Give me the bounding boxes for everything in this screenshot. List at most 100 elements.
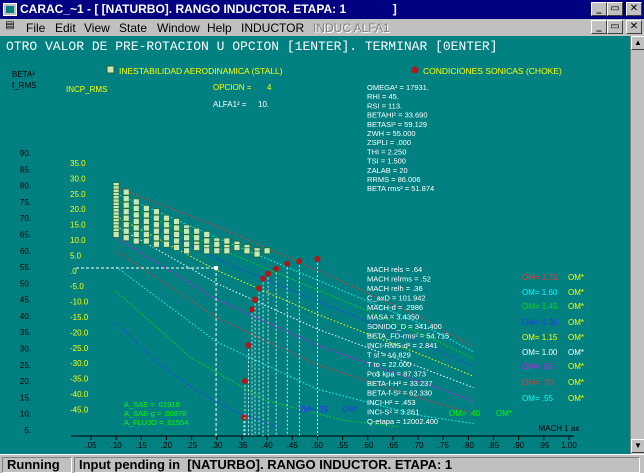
opcion-label: OPCION =: [213, 83, 252, 92]
close-button[interactable]: ✕: [626, 2, 642, 16]
x-tick-label: .90: [513, 441, 525, 450]
parameter-readout: ZSPLI = .000: [367, 138, 411, 147]
mach-readout: BETA-f-H² = 33.237: [367, 379, 433, 388]
y-tick-label: 15.: [20, 393, 31, 402]
y2-tick-label: -35.0: [70, 375, 89, 384]
om-curve: [115, 322, 278, 428]
menu-help[interactable]: Help: [207, 21, 232, 35]
parameter-readout: ZALAB = 20: [367, 166, 408, 175]
y-tick-label: 40.: [20, 312, 31, 321]
y2-tick-label: -45.0: [70, 405, 89, 414]
x-tick-label: .30: [211, 441, 223, 450]
child-restore-button[interactable]: ▭: [607, 20, 623, 34]
y-tick-label: 30.: [20, 345, 31, 354]
y-tick-label: 85.: [20, 165, 31, 174]
menu-view[interactable]: View: [84, 21, 110, 35]
minimize-button[interactable]: _: [591, 2, 607, 16]
area-readout: A_SAE-g = .00878: [124, 409, 186, 418]
stall-point: [213, 240, 221, 248]
x-tick-label: .15: [136, 441, 148, 450]
parameter-readout: ZWH = 55.000: [367, 129, 416, 138]
stall-point: [193, 227, 201, 235]
stall-point: [223, 237, 231, 245]
menu-window[interactable]: Window: [157, 21, 200, 35]
child-minimize-button[interactable]: _: [591, 20, 607, 34]
y2-tick-label: 35.0: [70, 159, 86, 168]
x-tick-label: .80: [463, 441, 475, 450]
x-tick-label: .10: [111, 441, 123, 450]
stall-point: [253, 250, 261, 258]
alfa-value: 10.: [258, 100, 269, 109]
scroll-up-arrow-icon[interactable]: ▲: [631, 36, 644, 50]
document-icon[interactable]: ▤: [3, 20, 17, 34]
om-value-label: OM= 1.30: [522, 318, 558, 327]
status-message: Input pending in [NATURBO]. RANGO INDUCT…: [74, 457, 640, 473]
scroll-down-arrow-icon[interactable]: ▼: [631, 439, 644, 453]
mach-readout: Po$ kpa = 87.373: [367, 370, 426, 379]
mach-readout: INCI-S² = 3.261: [367, 408, 419, 417]
y2-tick-label: 10.0: [70, 236, 86, 245]
menu-induc-alfa1[interactable]: INDUC ALFA1: [313, 21, 390, 35]
x-tick-label: .35: [236, 441, 248, 450]
stall-point: [132, 198, 140, 206]
stall-point: [153, 214, 160, 222]
om-value-label: OM= 1.75: [522, 273, 558, 282]
choke-point: [265, 270, 272, 277]
child-close-button[interactable]: ✕: [626, 20, 642, 34]
stall-point: [153, 208, 160, 216]
stall-point: [183, 240, 191, 248]
menu-edit[interactable]: Edit: [55, 21, 76, 35]
menu-file[interactable]: File: [26, 21, 46, 35]
om-value-label: OM= .85: [522, 362, 553, 371]
x-tick-label: .70: [412, 441, 424, 450]
choke-point: [252, 296, 259, 303]
restore-button[interactable]: ▭: [607, 2, 623, 16]
stall-point: [153, 221, 160, 229]
stall-point: [163, 221, 170, 229]
stall-point: [153, 234, 160, 242]
y2-tick-label: -40.0: [70, 390, 89, 399]
mach-readout: BETA_FD-rms² = 54.715: [367, 332, 449, 341]
stall-point: [163, 234, 170, 242]
stall-legend-marker: [106, 65, 115, 74]
menu-inductor[interactable]: INDUCTOR: [241, 21, 305, 35]
stall-point: [213, 247, 221, 255]
stall-point: [173, 224, 180, 232]
y2-tick-label: 15.0: [70, 221, 86, 230]
stall-point: [153, 240, 160, 248]
stall-point: [193, 234, 201, 242]
title-bar[interactable]: CARAC_~1 - [ [NATURBO]. RANGO INDUCTOR. …: [0, 0, 644, 19]
parameter-readout: THI = 2.250: [367, 147, 406, 156]
y-tick-label: 75.: [20, 198, 31, 207]
y-tick-label: 80.: [20, 182, 31, 191]
app-icon[interactable]: [3, 3, 17, 16]
om-value-label: OM= 1.60: [522, 288, 558, 297]
stall-point: [132, 204, 140, 212]
stall-point: [142, 224, 150, 232]
y-tick-label: 70.: [20, 214, 31, 223]
choke-legend-marker: [411, 66, 419, 74]
menu-state[interactable]: State: [119, 21, 148, 35]
y2-tick-label: 25.0: [70, 190, 86, 199]
plot-area: OTRO VALOR DE PRE-ROTACION U OPCION [1EN…: [0, 36, 630, 454]
om-star-label: OM*: [568, 333, 584, 342]
y2-tick-label: -15.0: [70, 313, 89, 322]
stall-point: [153, 227, 160, 235]
mach-readout: INCI-RMS-d² = 2.841: [367, 341, 438, 350]
om-star-label: OM*: [568, 394, 584, 403]
mach-readout: MASA = 3.4350: [367, 313, 419, 322]
mach-readout: BETA-f-S² = 62.330: [367, 389, 432, 398]
om-value-label: OM= 1.15: [522, 333, 558, 342]
y-tick-label: 90.: [20, 149, 31, 158]
y2-tick-label: 20.0: [70, 205, 86, 214]
vertical-scrollbar[interactable]: ▲ ▼: [630, 36, 644, 454]
mach-readout: T to = 22.000: [367, 360, 411, 369]
om-star-label: OM*: [568, 318, 584, 327]
x-tick-label: .95: [538, 441, 550, 450]
stall-point: [223, 247, 231, 255]
y-tick-label: 35.: [20, 328, 31, 337]
stall-point: [122, 234, 130, 242]
stall-point: [183, 234, 191, 242]
om-value-label: OM= 1.45: [522, 302, 558, 311]
stall-point: [233, 244, 241, 251]
